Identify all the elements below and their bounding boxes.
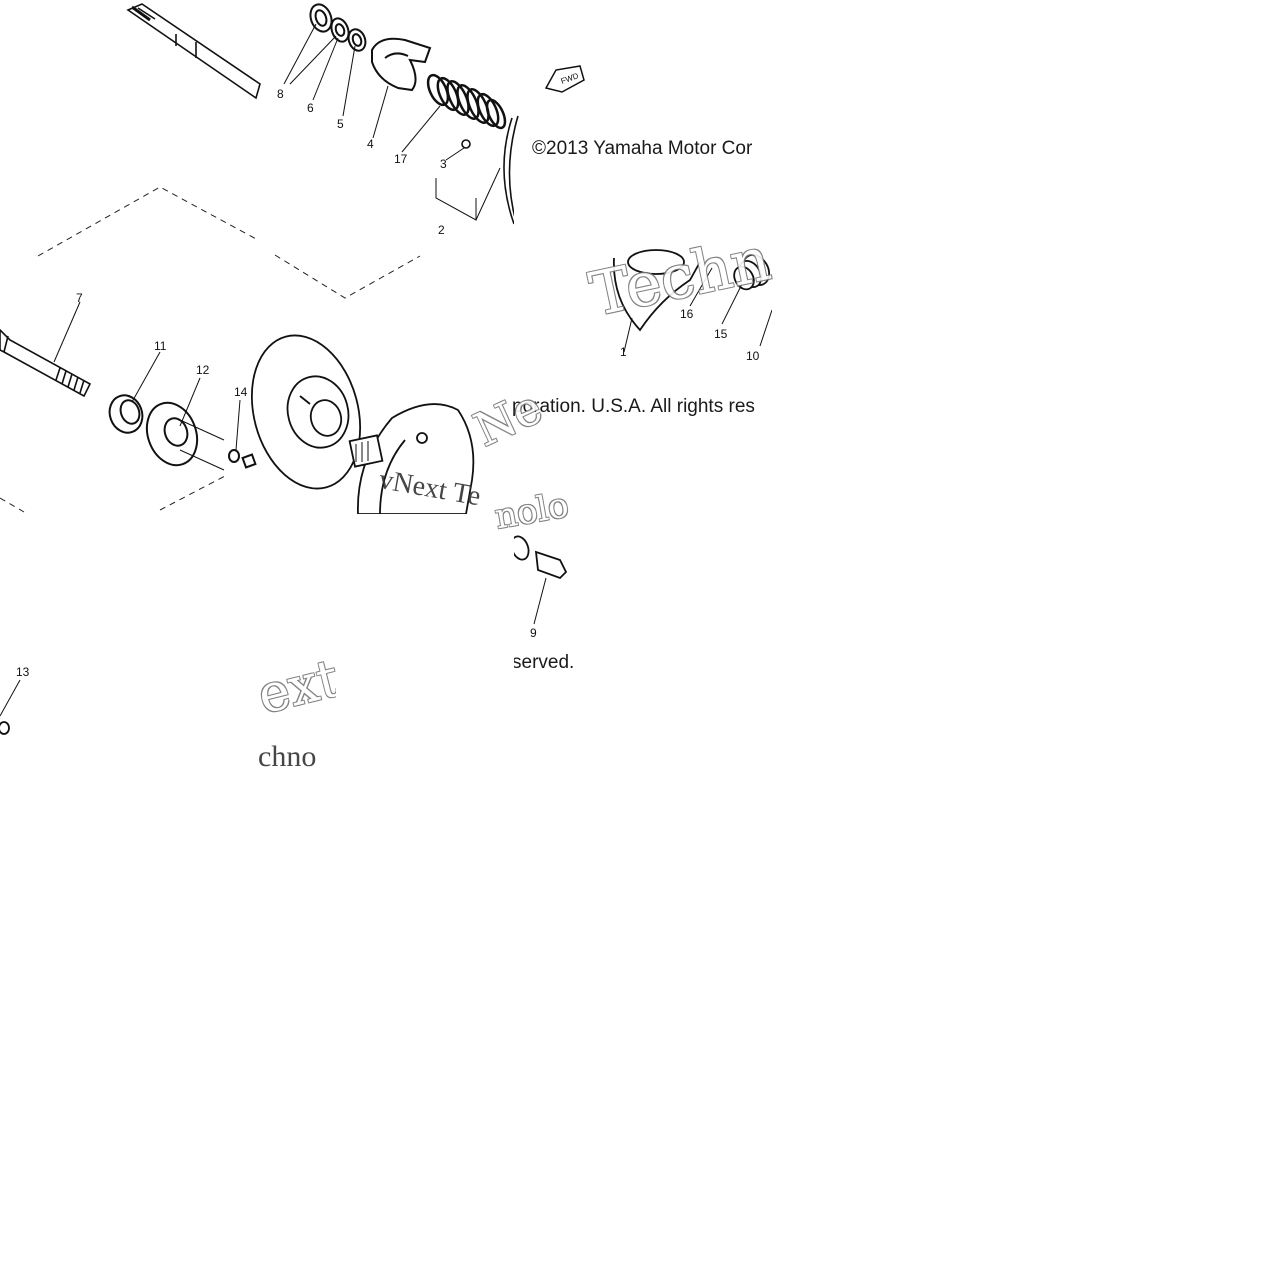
- dashed-boundary: [0, 186, 421, 513]
- watermark-chno: chno: [258, 740, 317, 773]
- blank-tile: [0, 772, 772, 1285]
- copyright-line-3: served.: [512, 652, 575, 673]
- drive-shaft-top: [126, 3, 261, 100]
- label-7: 7: [76, 291, 83, 305]
- label-14: 14: [234, 385, 248, 399]
- label-8: 8: [277, 87, 284, 101]
- label-2: 2: [438, 223, 445, 237]
- copyright-line-1: ©2013 Yamaha Motor Cor: [532, 138, 753, 159]
- bearing-part: [108, 394, 144, 434]
- leader-lines-bottom: [53, 301, 241, 451]
- label-10: 10: [746, 349, 760, 363]
- nut-parts: [228, 449, 257, 469]
- blank-tile: [772, 0, 1285, 1285]
- secondary-sheave: [348, 403, 475, 515]
- label-17: 17: [394, 152, 408, 166]
- fwd-arrow: FWD: [544, 65, 585, 93]
- label-15: 15: [714, 327, 728, 341]
- label-9: 9: [530, 626, 537, 640]
- sheave-edge: [461, 115, 519, 225]
- label-16: 16: [680, 307, 694, 321]
- copyright-line-2: poration. U.S.A. All rights res: [512, 396, 755, 417]
- label-12: 12: [196, 363, 210, 377]
- washer-group: [309, 3, 367, 52]
- label-5: 5: [337, 117, 344, 131]
- label-13: 13: [16, 665, 30, 679]
- label-6: 6: [307, 101, 314, 115]
- part-13: [0, 679, 21, 735]
- right-fragment: [613, 249, 773, 353]
- large-sheave: [250, 334, 362, 490]
- bolt-part: [510, 535, 568, 625]
- part-labels: 8 6 5 4 17 3 2 7 11 12 14 16 15 10 1 9 1…: [16, 87, 760, 679]
- blank-tile: [514, 160, 614, 258]
- label-3: 3: [440, 157, 447, 171]
- collar-part: [145, 401, 225, 471]
- blank-tile: [336, 654, 514, 772]
- label-11: 11: [154, 339, 167, 353]
- label-1: 1: [620, 345, 627, 359]
- blank-tile: [420, 258, 500, 358]
- leader-lines-top: [283, 23, 501, 221]
- blank-tile: [594, 420, 772, 650]
- drive-shaft-lower: [0, 328, 92, 398]
- cam-part: [371, 37, 432, 92]
- label-4: 4: [367, 137, 374, 151]
- spring-part: [426, 73, 507, 130]
- blank-tile: [0, 514, 514, 654]
